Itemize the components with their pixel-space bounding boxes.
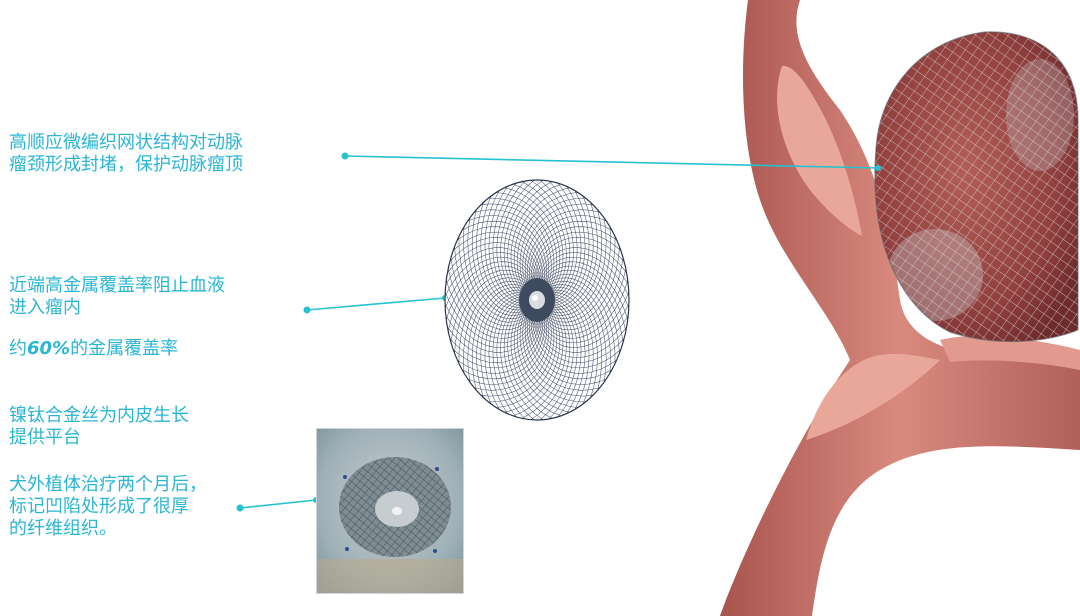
mesh-strand — [530, 180, 571, 297]
mesh-strand — [488, 296, 523, 414]
mesh-strand — [519, 312, 586, 403]
mesh-strand — [549, 209, 603, 313]
mesh-strand — [507, 305, 553, 419]
mesh-strand — [454, 273, 529, 354]
mesh-strand — [532, 318, 621, 369]
mesh-strand — [549, 289, 598, 398]
explant-photo-art — [317, 429, 463, 593]
mesh-strand — [513, 183, 564, 293]
mesh-strand — [463, 280, 527, 374]
mesh-strand — [444, 252, 536, 297]
mesh-strand — [447, 242, 539, 281]
annotation-line: 近端高金属覆盖率阻止血液 — [9, 275, 225, 296]
mesh-strand — [551, 297, 582, 418]
annotation-canine-result: 犬外植体治疗两个月后， 标记凹陷处形成了很厚 的纤维组织。 — [9, 474, 207, 540]
coverage-suffix: 的金属覆盖率 — [70, 338, 179, 359]
mesh-strand — [541, 280, 629, 339]
mesh-strand — [548, 217, 607, 316]
mesh-strand — [467, 215, 547, 285]
mesh-strand — [503, 303, 544, 420]
mesh-device — [874, 31, 1078, 342]
mesh-strand — [492, 297, 523, 418]
braided-mesh-disc — [444, 179, 630, 421]
mesh-strand — [536, 315, 629, 353]
mesh-strand — [480, 292, 524, 404]
annotation-line: 高顺应微编织网状结构对动脉 — [9, 132, 243, 153]
annotation-line: 的纤维组织。 — [9, 518, 117, 539]
mesh-strand — [500, 301, 535, 421]
mesh-strand — [522, 313, 594, 397]
coverage-prefix: 约 — [9, 338, 27, 359]
mesh-strand — [542, 268, 627, 335]
mesh-strand — [549, 202, 598, 311]
annotation-coverage-rate: 约60%的金属覆盖率 — [9, 338, 178, 360]
mesh-strand — [496, 299, 526, 420]
mesh-strand — [538, 303, 630, 348]
annotation-line: 犬外植体治疗两个月后， — [9, 474, 207, 495]
mesh-strand — [450, 269, 531, 343]
explant-photo — [316, 428, 464, 594]
mesh-strand — [521, 181, 567, 295]
mesh-strand — [547, 226, 611, 320]
mesh-strand — [510, 307, 561, 417]
mesh-strand — [551, 296, 586, 414]
mesh-strand — [447, 265, 532, 332]
mesh-strand — [533, 318, 625, 363]
mesh-strand — [527, 315, 607, 385]
mesh-strand — [467, 284, 526, 383]
mesh-strand — [551, 294, 590, 410]
annotation-line: 镍钛合金丝为内皮生长 — [9, 405, 189, 426]
mesh-strand — [457, 226, 544, 283]
mesh-strand — [550, 292, 594, 404]
mesh-strand — [516, 310, 578, 408]
vessel-lumen-upper — [777, 65, 862, 237]
annotation-proximal-coverage: 近端高金属覆盖率阻止血液 进入瘤内 — [9, 275, 225, 319]
mesh-strand — [488, 197, 555, 288]
annotation-line: 瘤颈形成封堵，保护动脉瘤顶 — [9, 154, 243, 175]
mesh-strand — [545, 246, 620, 327]
mesh-strand — [480, 203, 552, 287]
mesh-strand — [530, 317, 617, 374]
mesh-strand — [539, 179, 574, 299]
annotation-line: 提供平台 — [9, 427, 81, 448]
mesh-strand — [496, 192, 558, 290]
mesh-strand — [444, 256, 535, 309]
mesh-strand — [476, 289, 525, 398]
annotation-nitinol: 镍钛合金丝为内皮生长 提供平台 — [9, 405, 189, 449]
coverage-percent: 60% — [27, 338, 71, 359]
vessel-lumen-lower — [806, 353, 940, 440]
mesh-strand — [529, 316, 612, 380]
mesh-strand — [513, 308, 570, 413]
mesh-strand — [462, 220, 545, 284]
mesh-strand — [449, 237, 541, 282]
mesh-strand — [474, 209, 550, 286]
mesh-strand — [539, 291, 630, 344]
mesh-strand — [471, 287, 525, 391]
mesh-strand — [445, 247, 538, 285]
mesh-strand — [453, 231, 542, 282]
mesh-strand — [546, 236, 616, 323]
vessel-branch — [940, 335, 1080, 370]
annotation-mesh-seal: 高顺应微编织网状结构对动脉 瘤颈形成封堵，保护动脉瘤顶 — [9, 132, 243, 176]
mesh-strand — [535, 319, 627, 358]
annotation-line: 进入瘤内 — [9, 297, 81, 318]
mesh-strand — [504, 187, 561, 292]
annotation-line: 标记凹陷处形成了很厚 — [9, 496, 189, 517]
mesh-strand — [458, 277, 528, 364]
mesh-strand — [484, 294, 523, 410]
mesh-strand — [543, 257, 624, 331]
mesh-strand — [445, 261, 533, 320]
mesh-strand — [524, 314, 600, 391]
